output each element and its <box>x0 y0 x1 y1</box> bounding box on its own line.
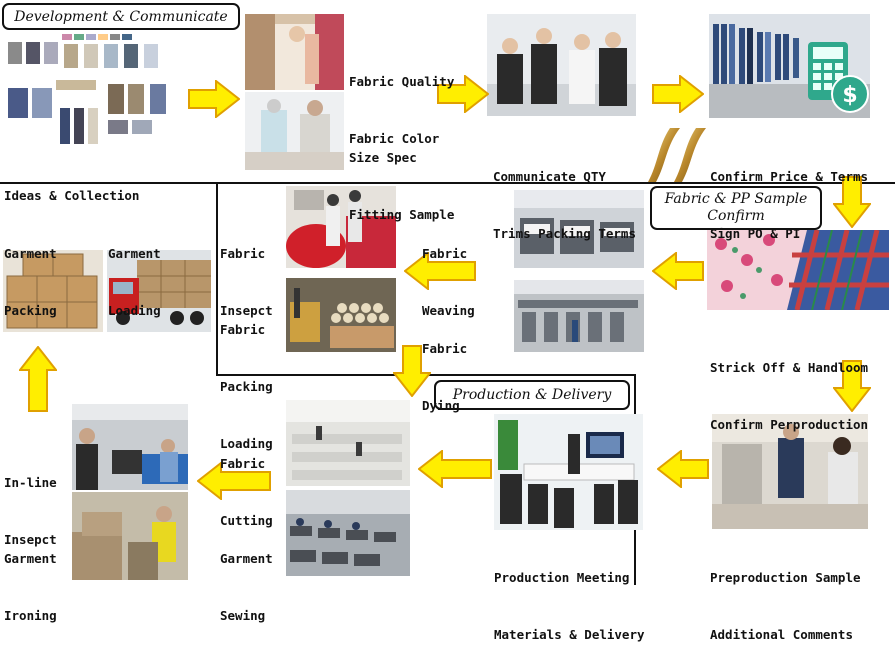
section-title-development: Development & Communicate <box>2 3 240 30</box>
label-garment-ironing-line1: Garment <box>4 551 57 566</box>
label-ideas-collection: Ideas & Collection <box>4 148 139 224</box>
label-garment-loading: Garment Loading <box>108 206 161 339</box>
label-fabric-dying-line1: Fabric <box>422 341 468 356</box>
label-garment-sewing-line1: Garment <box>220 551 273 566</box>
label-fabric-quality-line2: Fabric Color <box>349 131 440 146</box>
garment-sewing-photo <box>286 490 410 576</box>
label-garment-sewing-line2: Sewing <box>220 608 266 623</box>
label-fabric-inspect-line1: Fabric <box>220 246 266 261</box>
arrow-up-1 <box>19 346 57 412</box>
fabric-cutting-photo <box>286 400 410 486</box>
label-fabric-quality-line1: Fabric Quality <box>349 74 455 89</box>
divider-top <box>0 182 895 184</box>
arrow-left-2 <box>404 252 476 290</box>
label-garment-packing-line2: Packing <box>4 303 57 318</box>
label-fabric-dying-line2: Dying <box>422 398 460 413</box>
label-fabric-packing-line3: Loading <box>220 436 273 451</box>
label-garment-sewing: Garment Sewing <box>220 511 273 644</box>
label-fabric-inspect: Fabric Insepct <box>220 206 273 339</box>
label-strick-off-line1: Strick Off & Handloom <box>710 360 869 375</box>
arrow-down-2 <box>393 345 431 397</box>
arrow-down-1 <box>833 176 871 228</box>
label-communicate-line1: Communicate QTY <box>493 169 606 184</box>
label-communicate-line2: Trims Packing Terms <box>493 226 636 241</box>
section-title-fabric-sample-line2: Confirm <box>707 208 765 224</box>
label-fabric-cutting-line2: Cutting <box>220 513 273 528</box>
arrow-right-2 <box>437 75 489 113</box>
production-meeting-photo <box>494 414 643 530</box>
arrow-down-3 <box>833 360 871 412</box>
label-inline-inspect-line2: Insepct <box>4 532 57 547</box>
weaving-machines-photo <box>514 190 644 268</box>
arrow-left-5 <box>197 462 271 500</box>
label-production-meeting-line2: Materials & Delivery <box>494 627 645 642</box>
section-title-production: Production & Delivery <box>434 380 630 410</box>
label-fabric-quality: Fabric Quality Fabric Color <box>349 34 454 167</box>
label-fabric-weaving-line1: Fabric <box>422 246 468 261</box>
label-fabric-dying: Fabric Dying <box>422 301 467 434</box>
label-size-spec-line2: Fitting Sample <box>349 207 455 222</box>
label-inline-inspect-line1: In-line <box>4 475 57 490</box>
loading-truck-photo <box>107 250 211 332</box>
label-ideas-line1: Ideas & Collection <box>4 188 140 203</box>
section-title-fabric-sample: Fabric & PP Sample Confirm <box>650 186 822 230</box>
arrow-right-3 <box>652 75 704 113</box>
label-preproduction: Preproduction Sample Additional Comments <box>710 530 861 663</box>
arrow-left-3 <box>657 450 709 488</box>
divider-left-vertical <box>216 182 218 375</box>
fabric-inspection-photo <box>286 186 396 268</box>
label-garment-ironing-line2: Ironing <box>4 608 57 623</box>
fabric-print-samples-photo <box>707 230 889 310</box>
clothing-collection-image <box>4 30 174 148</box>
label-inline-inspect: In-line Insepct <box>4 435 57 568</box>
calculator-dollar-icon: $ <box>806 40 870 116</box>
label-fabric-cutting-line1: Fabric <box>220 456 266 471</box>
label-garment-packing-line1: Garment <box>4 246 57 261</box>
label-garment-ironing: Garment Ironing <box>4 511 57 644</box>
label-confirm-price-line1: Confirm Price & Terms <box>710 169 869 184</box>
fitting-sample-photo <box>245 92 344 170</box>
label-fabric-weaving-line2: Weaving <box>422 303 475 318</box>
label-communicate: Communicate QTY Trims Packing Terms <box>493 129 636 262</box>
arrow-left-4 <box>418 450 492 488</box>
section-title-fabric-sample-line1: Fabric & PP Sample <box>664 191 808 207</box>
label-preproduction-line2: Additional Comments <box>710 627 853 642</box>
label-strick-off-line2: Confirm Perproduction <box>710 417 869 432</box>
fabric-rolls-loading-photo <box>286 278 396 352</box>
business-meeting-photo <box>487 14 636 116</box>
label-confirm-price: Confirm Price & Terms Sign PO & PI <box>710 129 868 262</box>
gold-connector-icon <box>648 128 706 182</box>
garment-ironing-photo <box>72 492 188 580</box>
label-fabric-weaving: Fabric Weaving <box>422 206 475 339</box>
label-production-meeting: Production Meeting Materials & Delivery <box>494 530 645 663</box>
label-fabric-packing-line1: Fabric <box>220 322 266 337</box>
inline-inspection-photo <box>72 404 188 490</box>
preproduction-sample-photo <box>712 414 868 529</box>
label-preproduction-line1: Preproduction Sample <box>710 570 861 585</box>
arrow-right-1 <box>188 80 240 118</box>
cartons-photo <box>3 250 103 332</box>
label-strick-off: Strick Off & Handloom Confirm Perproduct… <box>710 320 868 453</box>
label-size-spec-line1: Size Spec <box>349 150 417 165</box>
fabric-quality-photo <box>245 14 344 90</box>
label-fabric-packing: Fabric Packing Loading <box>220 282 273 472</box>
label-garment-loading-line2: Loading <box>108 303 161 318</box>
arrow-left-1 <box>652 252 704 290</box>
label-fabric-cutting: Fabric Cutting <box>220 416 273 549</box>
svg-text:$: $ <box>842 83 857 108</box>
label-production-meeting-line1: Production Meeting <box>494 570 630 585</box>
dyeing-machines-photo <box>514 280 644 352</box>
label-garment-loading-line1: Garment <box>108 246 161 261</box>
label-garment-packing: Garment Packing <box>4 206 57 339</box>
label-size-spec: Size Spec Fitting Sample <box>349 110 454 243</box>
label-fabric-packing-line2: Packing <box>220 379 273 394</box>
label-fabric-inspect-line2: Insepct <box>220 303 273 318</box>
label-confirm-price-line2: Sign PO & PI <box>710 226 801 241</box>
